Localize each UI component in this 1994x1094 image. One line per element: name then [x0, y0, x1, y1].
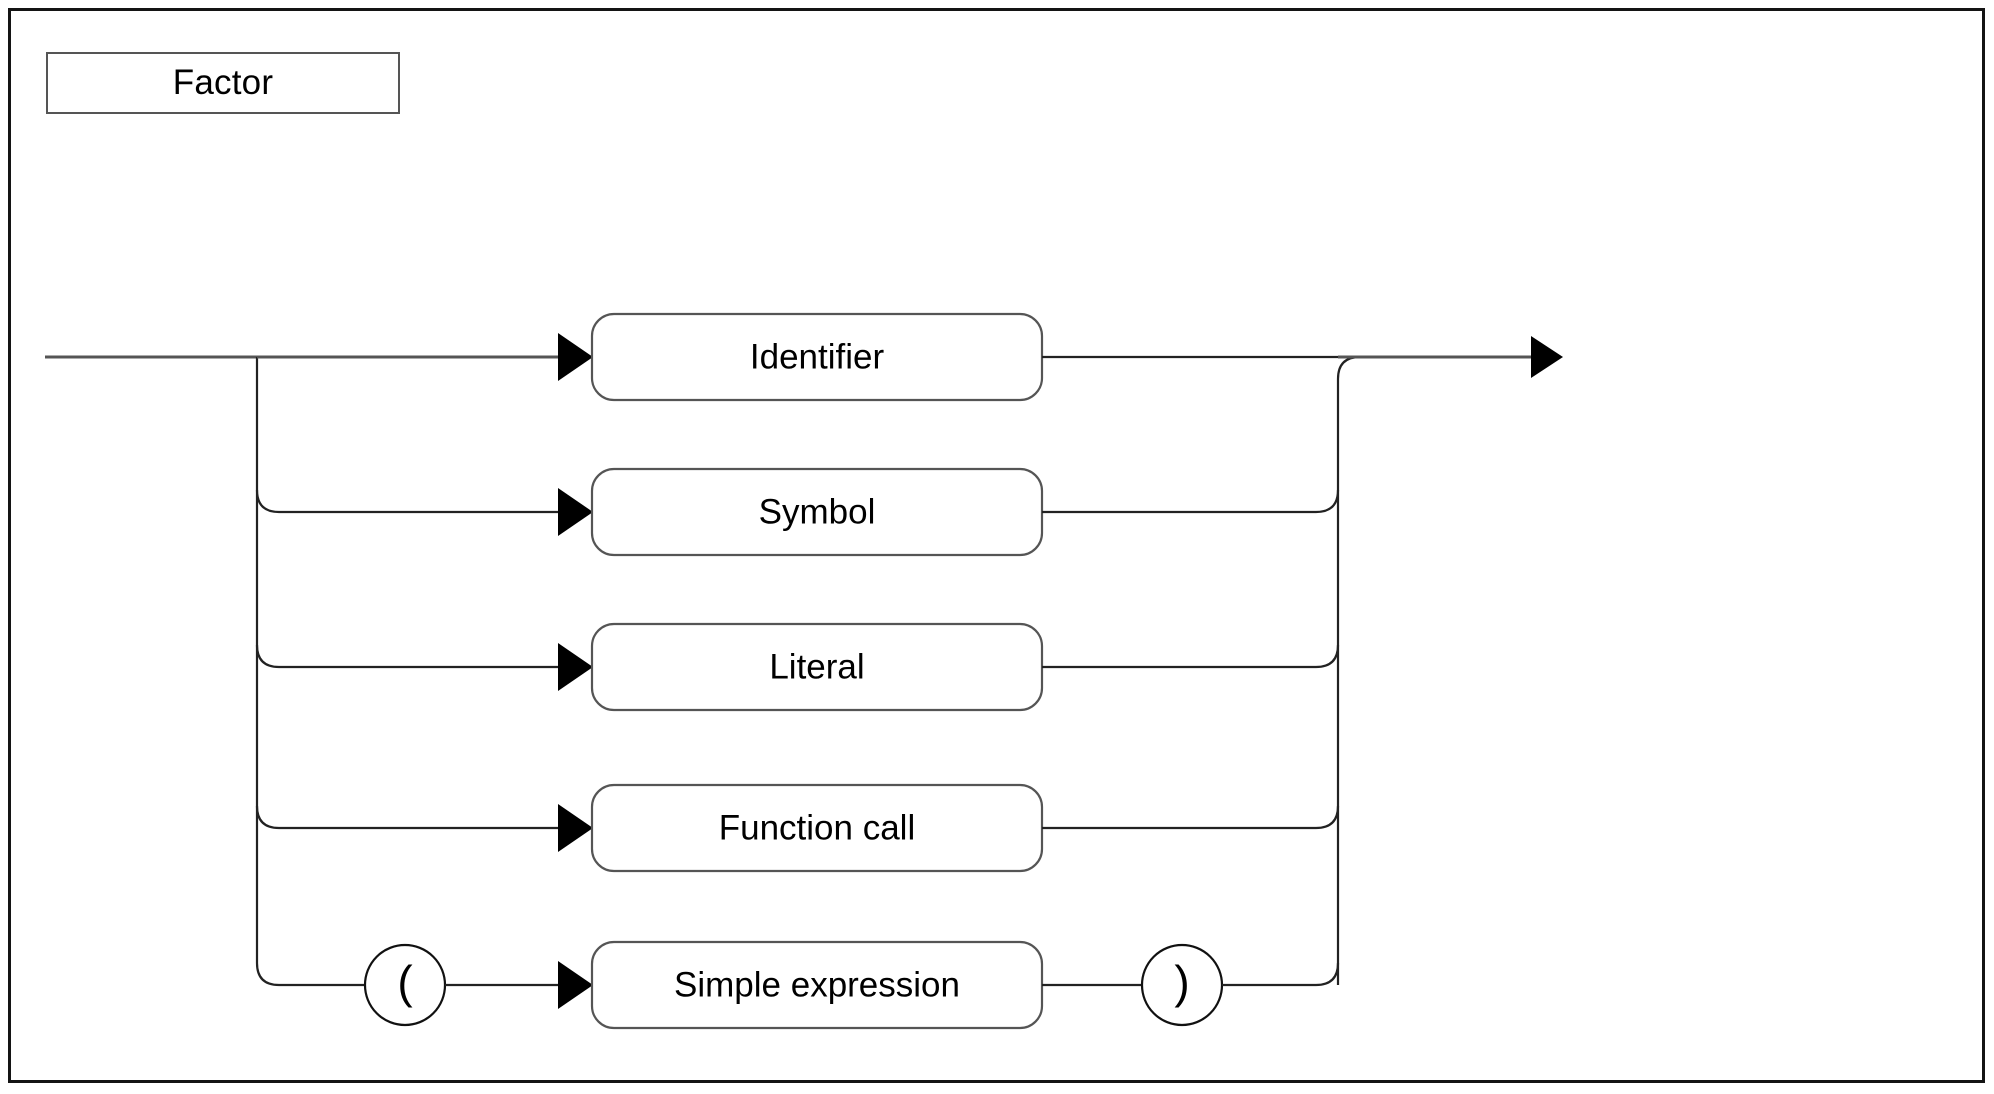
page-title: Factor — [172, 63, 274, 102]
arrow-right-icon — [558, 488, 593, 536]
row-identifier: Identifier — [257, 312, 1338, 402]
row-symbol: Symbol — [558, 467, 1340, 557]
symbol-out-line — [1042, 489, 1340, 514]
row-function-call: Function call — [558, 783, 1340, 873]
node-simple-expression-label: Simple expression — [674, 965, 960, 1004]
right-merge-group — [1336, 355, 1361, 985]
left-branch-corner-simple-expression — [255, 962, 365, 987]
literal-out-line — [1042, 644, 1340, 669]
node-identifier-label: Identifier — [750, 337, 885, 376]
diagram-title-box: Factor — [46, 52, 400, 114]
left-branch-corner-function-call — [255, 805, 558, 830]
terminal-open-paren-label: ( — [397, 956, 413, 1008]
arrow-right-icon — [558, 961, 593, 1009]
left-branch-corner-literal — [255, 644, 558, 669]
function-call-out-line — [1042, 805, 1340, 830]
exit-rail-group — [1338, 336, 1563, 378]
node-function-call-label: Function call — [719, 808, 915, 847]
arrow-right-icon — [1531, 336, 1563, 378]
left-branch-corner-symbol — [255, 489, 558, 514]
terminal-close-paren-label: ) — [1174, 956, 1189, 1008]
arrow-right-icon — [558, 804, 593, 852]
left-split-group — [255, 357, 558, 987]
node-literal-label: Literal — [769, 647, 864, 686]
row-simple-expression: ( Simple expression ) — [363, 940, 1340, 1030]
right-merge-vertical — [1336, 355, 1361, 985]
simple-expression-out-line — [1222, 962, 1340, 987]
row-literal: Literal — [558, 622, 1340, 712]
node-symbol-label: Symbol — [759, 492, 876, 531]
arrow-right-icon — [558, 643, 593, 691]
arrow-right-icon — [558, 333, 593, 381]
